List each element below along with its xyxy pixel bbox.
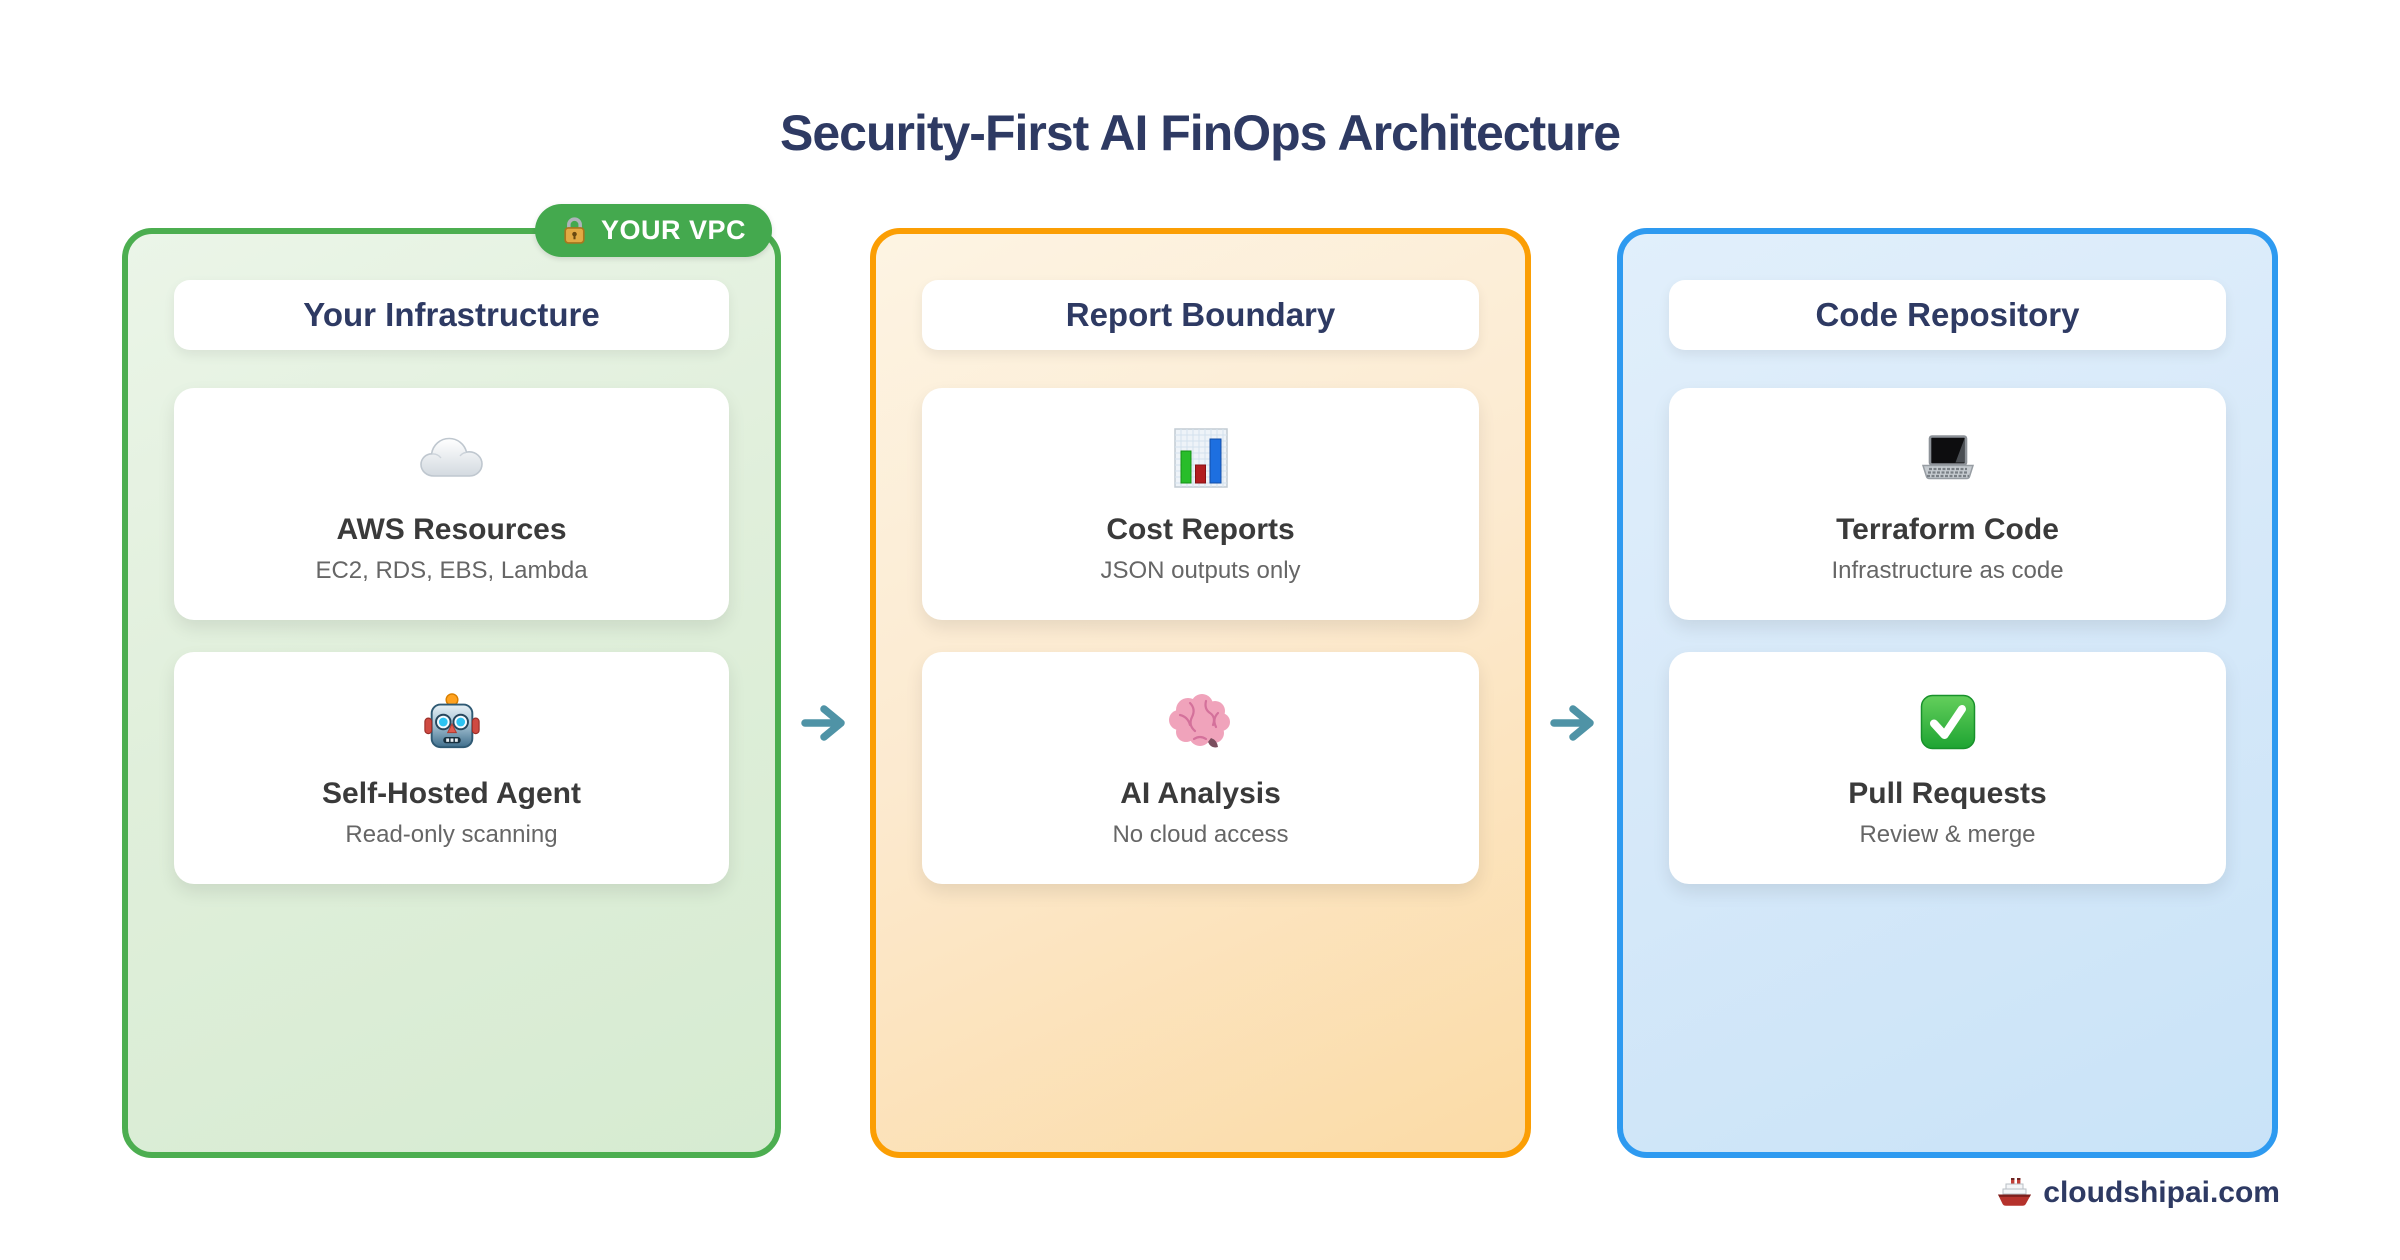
terraform-code-card: Terraform Code Infrastructure as code	[1669, 388, 2226, 620]
arrow-right-icon	[799, 697, 851, 749]
report-boundary-column: Report Boundary Cost Reports JSON output…	[870, 228, 1531, 1158]
footer-brand: cloudshipai.com	[1996, 1176, 2280, 1210]
arrow-right-icon	[1548, 697, 1600, 749]
footer-label: cloudshipai.com	[2043, 1176, 2280, 1209]
card-title: Terraform Code	[1836, 513, 2059, 546]
card-subtitle: Read-only scanning	[345, 821, 558, 848]
aws-resources-card: AWS Resources EC2, RDS, EBS, Lambda	[174, 388, 729, 620]
vpc-badge-label: YOUR VPC	[601, 215, 747, 245]
cloud-icon	[419, 425, 485, 491]
robot-icon	[422, 689, 482, 755]
card-subtitle: EC2, RDS, EBS, Lambda	[315, 557, 588, 584]
card-title: Pull Requests	[1848, 777, 2047, 810]
cost-reports-card: Cost Reports JSON outputs only	[922, 388, 1479, 620]
check-icon	[1920, 689, 1976, 755]
ai-analysis-card: AI Analysis No cloud access	[922, 652, 1479, 884]
report-boundary-header: Report Boundary	[922, 280, 1479, 350]
card-title: Self-Hosted Agent	[322, 777, 581, 810]
code-repository-column: Code Repository Terraform Code Infrastru…	[1617, 228, 2278, 1158]
card-subtitle: No cloud access	[1112, 821, 1289, 848]
card-subtitle: Infrastructure as code	[1831, 557, 2064, 584]
card-subtitle: JSON outputs only	[1100, 557, 1301, 584]
self-hosted-agent-card: Self-Hosted Agent Read-only scanning	[174, 652, 729, 884]
code-repository-header: Code Repository	[1669, 280, 2226, 350]
pull-requests-card: Pull Requests Review & merge	[1669, 652, 2226, 884]
vpc-badge: YOUR VPC	[535, 204, 773, 257]
laptop-icon	[1916, 425, 1980, 491]
card-subtitle: Review & merge	[1859, 821, 2036, 848]
infrastructure-column: Your Infrastructure AWS Resources EC2, R…	[122, 228, 781, 1158]
infrastructure-header: Your Infrastructure	[174, 280, 729, 350]
bar-chart-icon	[1173, 425, 1229, 491]
page-title: Security-First AI FinOps Architecture	[779, 105, 1621, 161]
card-title: Cost Reports	[1106, 513, 1295, 546]
lock-icon	[561, 215, 588, 246]
card-title: AI Analysis	[1120, 777, 1281, 810]
card-title: AWS Resources	[336, 513, 567, 546]
brain-icon	[1168, 689, 1234, 755]
ship-icon	[1996, 1177, 2032, 1209]
